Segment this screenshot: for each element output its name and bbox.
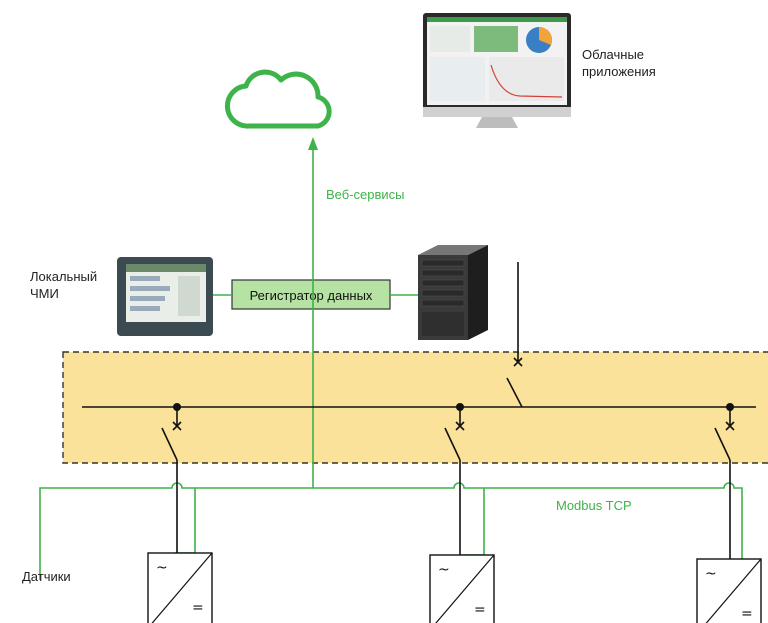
modbus-network (39, 482, 743, 580)
local-hmi-label: Локальный ЧМИ (30, 269, 98, 301)
inverter-1-dc-symbol: = (192, 600, 204, 616)
inverter-1: ~ = (147, 552, 213, 623)
monitor-icon (423, 13, 571, 128)
modbus-label: Modbus TCP (556, 498, 632, 513)
sensors-label: Датчики (22, 569, 71, 584)
inverter-3-ac-symbol: ~ (705, 566, 717, 582)
inverter-2-ac-symbol: ~ (438, 562, 450, 578)
web-services-arrow (308, 137, 318, 150)
hmi-panel-icon (117, 257, 213, 336)
bus-node-1 (173, 403, 181, 411)
bus-node-2 (456, 403, 464, 411)
inverter-2-dc-symbol: = (474, 602, 486, 618)
bus-node-3 (726, 403, 734, 411)
web-services-label: Веб-сервисы (326, 187, 405, 202)
inverter-1-ac-symbol: ~ (156, 560, 168, 576)
cloud-icon (224, 69, 332, 129)
data-logger-label: Регистратор данных (250, 288, 373, 303)
inverter-3-dc-symbol: = (741, 606, 753, 622)
cloud-apps-label: Облачные приложения (582, 47, 656, 79)
server-icon (418, 245, 488, 340)
inverter-2: ~ = (429, 554, 495, 623)
busbar (82, 262, 756, 559)
inverter-3: ~ = (696, 558, 762, 623)
